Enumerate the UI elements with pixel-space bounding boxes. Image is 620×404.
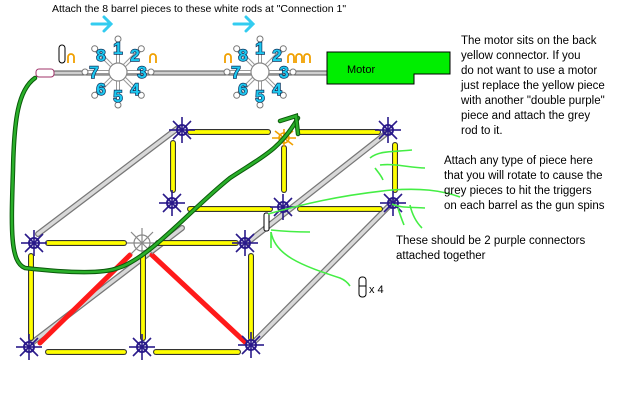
- barrel-number: 2: [272, 46, 281, 65]
- motor-note: The motor sits on the back yellow connec…: [461, 35, 605, 137]
- purple-connector: [168, 116, 196, 144]
- barrel-number: 8: [238, 46, 247, 65]
- arrow-right-icon: [232, 15, 256, 33]
- clip-piece-icon: [358, 276, 367, 298]
- barrel-number: 6: [238, 80, 247, 99]
- rod-tip: [289, 68, 297, 76]
- clip-icon: [58, 44, 66, 64]
- orange-clip: [149, 53, 157, 63]
- rod-tip: [137, 91, 145, 99]
- motor: Motor: [326, 51, 451, 85]
- rod-tip: [81, 68, 89, 76]
- trigger-note: Attach any type of piece here that you w…: [444, 155, 605, 212]
- rod-tip: [233, 45, 241, 53]
- rod-tip: [114, 35, 122, 43]
- orange-clip: [224, 53, 232, 63]
- quantity-label: x 4: [369, 284, 384, 296]
- rod-tip: [91, 91, 99, 99]
- rod-tip: [91, 45, 99, 53]
- barrel-number: 4: [130, 80, 140, 99]
- barrel-number: 7: [89, 63, 98, 82]
- rod-tip: [256, 101, 264, 109]
- barrel-number: 5: [113, 87, 122, 106]
- barrel-number: 7: [231, 63, 240, 82]
- orange-clip: [295, 53, 303, 63]
- wheel-hub: [108, 62, 128, 82]
- barrel-number: 2: [130, 46, 139, 65]
- motor-label: Motor: [347, 64, 375, 76]
- rod-tip: [279, 45, 287, 53]
- annotation-pointers: [267, 149, 461, 287]
- double-purple-clip: [263, 212, 270, 232]
- purple-connector: [128, 333, 156, 361]
- rod-tip: [223, 68, 231, 76]
- rod-tip: [279, 91, 287, 99]
- rod-tip: [114, 101, 122, 109]
- barrel-number: 4: [272, 80, 282, 99]
- rod-tip: [256, 35, 264, 43]
- barrel-number: 3: [137, 63, 146, 82]
- rod-tip: [137, 45, 145, 53]
- orange-clip: [287, 53, 295, 63]
- purple-connector: [158, 189, 186, 217]
- barrel-number: 8: [96, 46, 105, 65]
- rod-tip: [233, 91, 241, 99]
- orange-clip: [67, 53, 75, 63]
- orange-clip: [303, 53, 311, 63]
- wheel-hub: [250, 62, 270, 82]
- rod-tip: [147, 68, 155, 76]
- barrel-number: 3: [279, 63, 288, 82]
- barrel-number: 1: [113, 39, 122, 58]
- page-title: Attach the 8 barrel pieces to these whit…: [52, 3, 347, 15]
- arrow-right-icon: [90, 15, 114, 33]
- connector-note: These should be 2 purple connectors atta…: [396, 235, 586, 262]
- barrel-number: 5: [255, 87, 264, 106]
- barrel-number: 6: [96, 80, 105, 99]
- barrel-number: 1: [255, 39, 264, 58]
